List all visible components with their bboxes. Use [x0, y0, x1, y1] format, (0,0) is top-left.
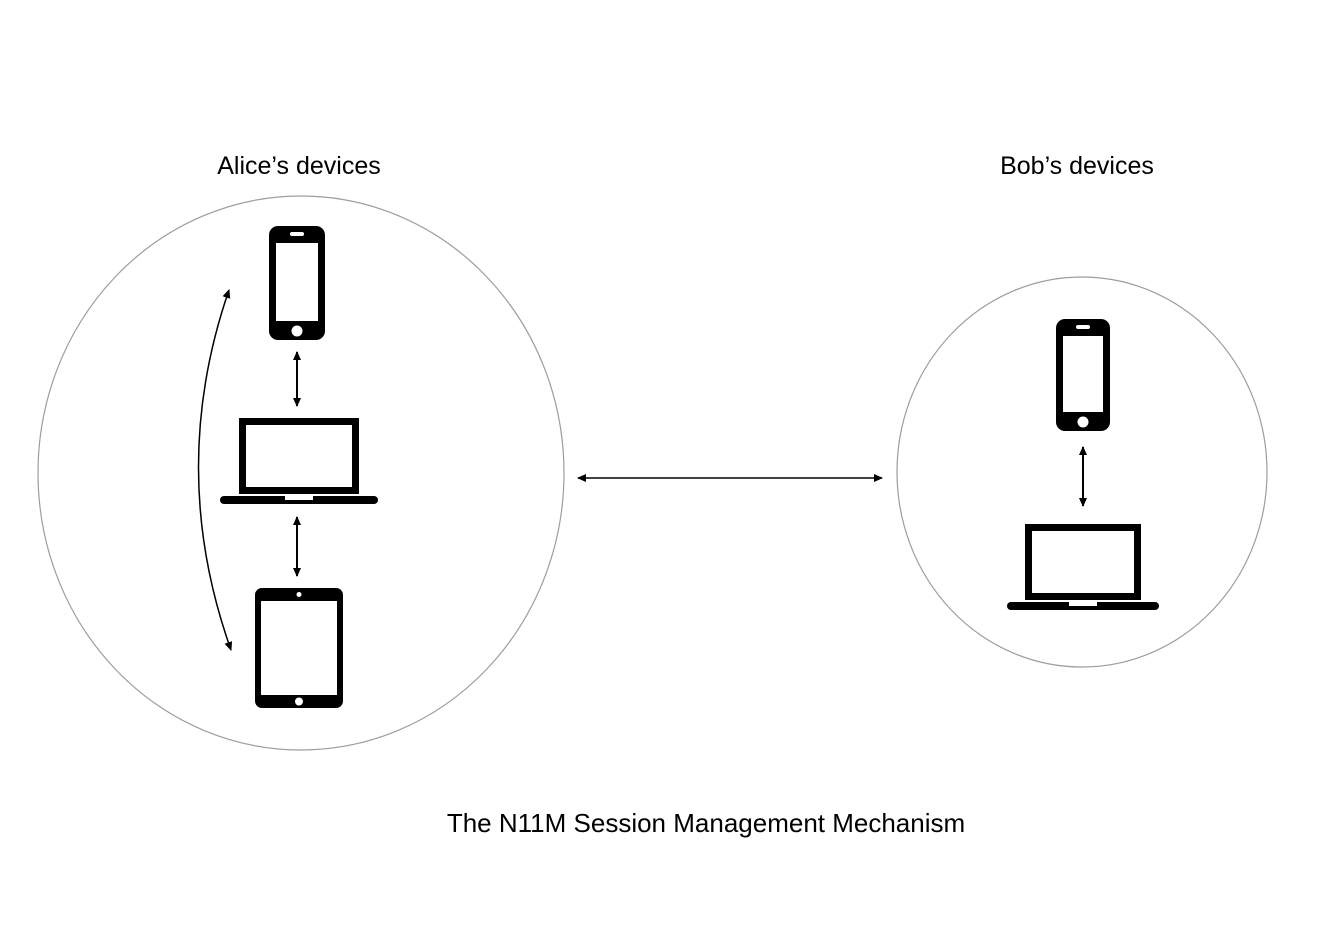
alice-phone-tablet-curved-arrow: [197, 289, 233, 651]
bob-devices-circle: [896, 276, 1268, 668]
bob-laptop-icon: [1007, 524, 1159, 610]
bob-smartphone-icon: [1056, 319, 1110, 431]
alice-tablet-icon: [255, 588, 343, 708]
bob-devices-label: Bob’s devices: [1000, 152, 1154, 180]
alice-devices-circle: [37, 195, 565, 751]
alice-smartphone-icon: [269, 226, 325, 340]
alice-laptop-icon: [220, 418, 378, 504]
alice-devices-label: Alice’s devices: [217, 152, 381, 180]
diagram-title: The N11M Session Management Mechanism: [447, 808, 965, 838]
